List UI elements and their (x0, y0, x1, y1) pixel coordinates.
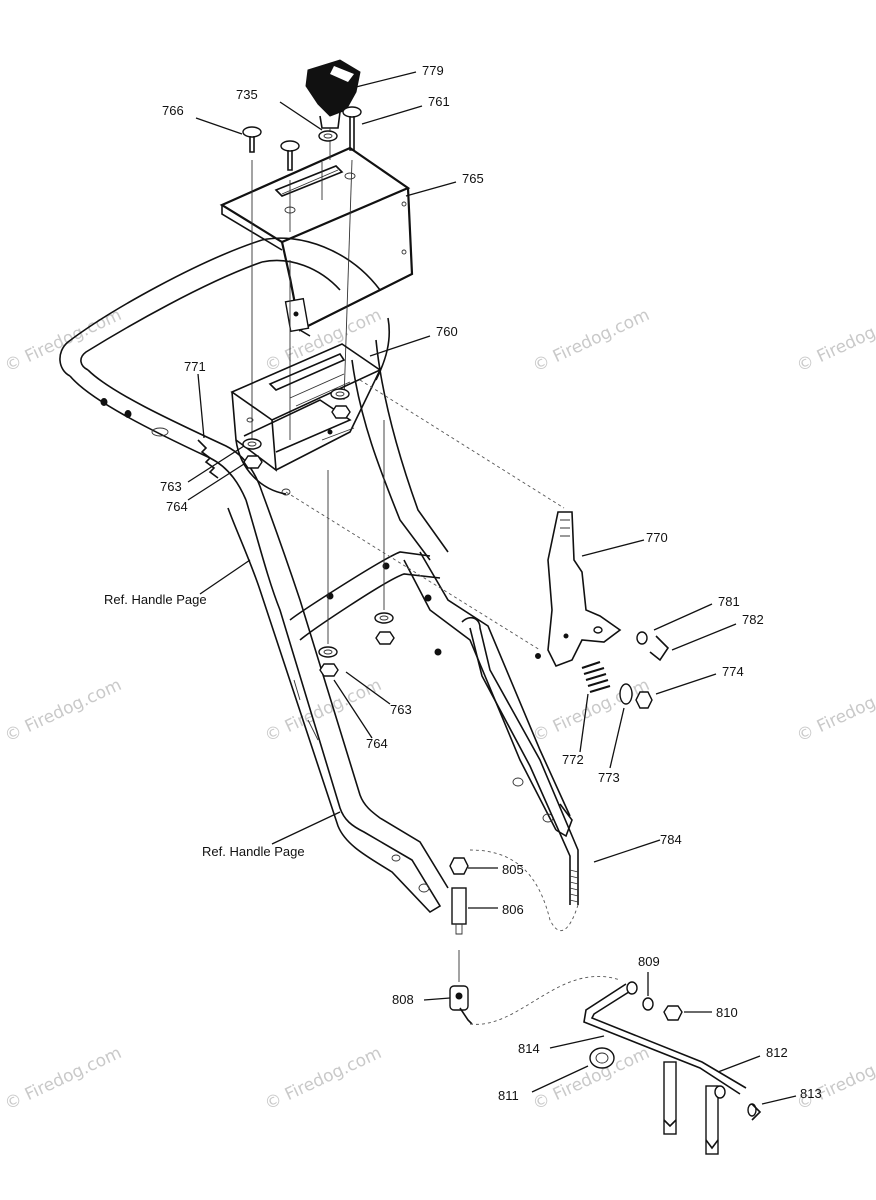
watermark: © Firedog.com (262, 1043, 385, 1115)
part-label: 782 (742, 612, 764, 627)
watermark: © Firedog.com (794, 305, 876, 377)
part-label: 811 (498, 1088, 519, 1103)
part-label: 806 (502, 902, 524, 917)
part-label: 805 (502, 862, 524, 877)
watermark: © Firedog.com (2, 675, 125, 747)
part-label: 761 (428, 94, 450, 109)
part-label: 813 (800, 1086, 822, 1101)
part-label: 808 (392, 992, 414, 1007)
watermark: © Firedog.com (530, 305, 653, 377)
part-label: 764 (166, 499, 188, 514)
ref-handle-label: Ref. Handle Page (202, 844, 305, 859)
part-label: 771 (184, 359, 206, 374)
leader-lines (187, 71, 797, 1105)
part-label: 763 (160, 479, 182, 494)
watermark: © Firedog.com (262, 305, 385, 377)
shift-plate-760 (230, 343, 382, 496)
part-label: 735 (236, 87, 258, 102)
part-label: 784 (660, 832, 682, 847)
part-label: 760 (436, 324, 458, 339)
part-labels: 779 735 761 766 765 760 771 763 764 Ref.… (104, 63, 822, 1103)
shift-shaft-812 (583, 981, 762, 1155)
console-cover-765 (219, 146, 414, 337)
part-label: 809 (638, 954, 660, 969)
shift-knob-779 (305, 59, 361, 160)
watermarks: © Firedog.com © Firedog.com © Firedog.co… (2, 305, 876, 1115)
part-label: 766 (162, 103, 184, 118)
ref-handle-label: Ref. Handle Page (104, 592, 207, 607)
watermark: © Firedog.com (794, 675, 876, 747)
watermark: © Firedog.com (2, 1043, 125, 1115)
part-label: 772 (562, 752, 584, 767)
shift-rod-784 (461, 616, 579, 932)
part-label: 773 (598, 770, 620, 785)
part-label: 763 (390, 702, 412, 717)
part-label: 812 (766, 1045, 788, 1060)
top-fasteners (242, 106, 362, 440)
part-label: 810 (716, 1005, 738, 1020)
part-label: 774 (722, 664, 744, 679)
linkage-assembly (449, 857, 621, 1025)
shift-lever-770 (285, 379, 622, 668)
part-label: 779 (422, 63, 444, 78)
spring-771 (197, 439, 219, 479)
part-label: 770 (646, 530, 668, 545)
part-label: 781 (718, 594, 740, 609)
part-label: 765 (462, 171, 484, 186)
handle-frame (59, 237, 573, 914)
washer-nut-group (242, 388, 395, 677)
part-label: 814 (518, 1041, 540, 1056)
spring-772 (581, 631, 670, 709)
part-label: 764 (366, 736, 388, 751)
watermark: © Firedog.com (794, 1043, 876, 1115)
